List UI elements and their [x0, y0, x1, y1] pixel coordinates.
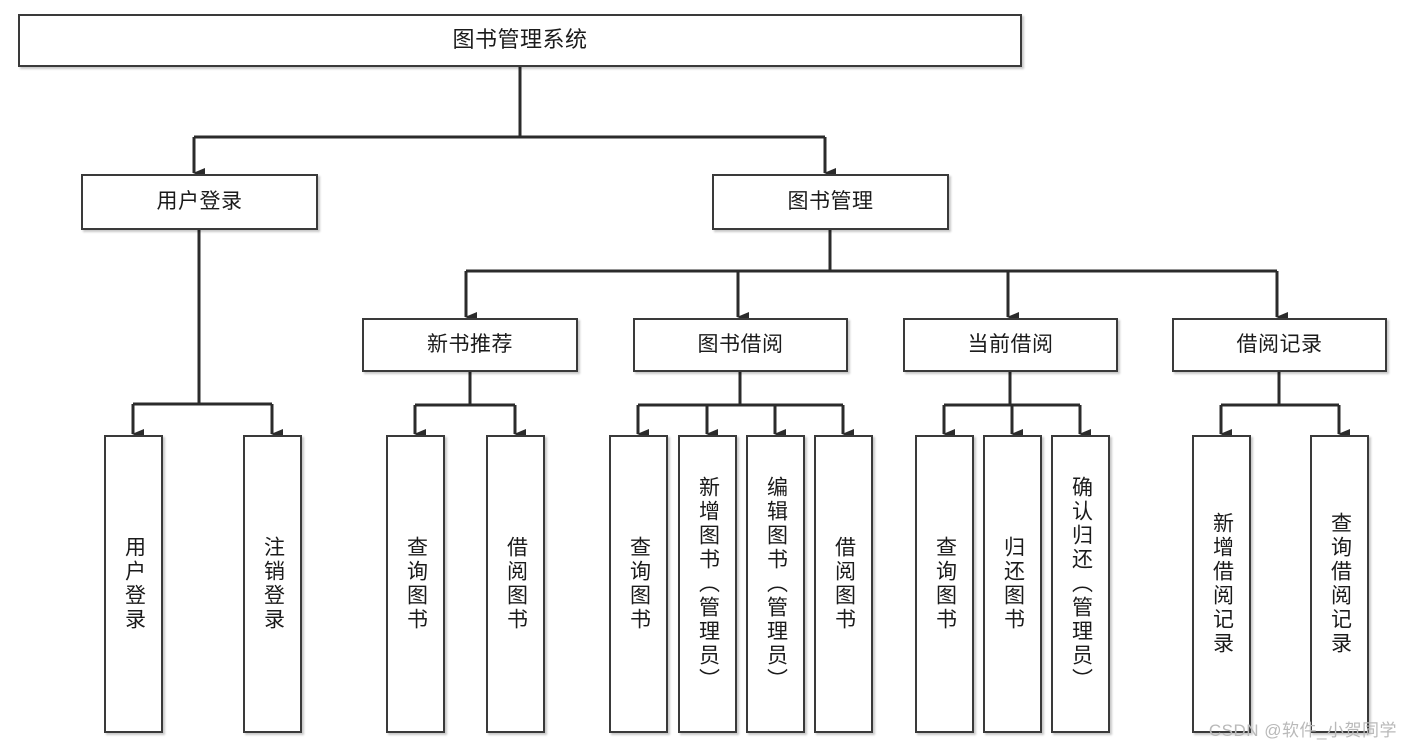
- node-label: 归还图书: [1001, 536, 1025, 632]
- node-label: 新书推荐: [427, 333, 513, 357]
- node-borrow-record[interactable]: 借阅记录: [1172, 318, 1387, 372]
- node-leaf-bb-borrow[interactable]: 借阅图书: [814, 435, 873, 733]
- node-leaf-logout[interactable]: 注销登录: [243, 435, 302, 733]
- node-leaf-br-query[interactable]: 查询借阅记录: [1310, 435, 1369, 733]
- node-new-book-rec[interactable]: 新书推荐: [362, 318, 578, 372]
- node-label: 查询图书: [933, 536, 957, 632]
- node-label: 用户登录: [122, 536, 146, 632]
- node-leaf-bb-query[interactable]: 查询图书: [609, 435, 668, 733]
- node-label: 新增图书（管理员）: [696, 476, 720, 692]
- node-user-login[interactable]: 用户登录: [81, 174, 318, 230]
- node-label: 查询图书: [627, 536, 651, 632]
- node-label: 注销登录: [261, 536, 285, 632]
- node-current-borrow[interactable]: 当前借阅: [903, 318, 1118, 372]
- node-leaf-br-add[interactable]: 新增借阅记录: [1192, 435, 1251, 733]
- node-leaf-cb-confirm[interactable]: 确认归还（管理员）: [1051, 435, 1110, 733]
- node-book-borrow[interactable]: 图书借阅: [633, 318, 848, 372]
- node-label: 编辑图书（管理员）: [764, 476, 788, 692]
- node-label: 图书管理: [787, 190, 874, 214]
- node-leaf-rec-borrow[interactable]: 借阅图书: [486, 435, 545, 733]
- node-label: 图书借阅: [697, 333, 784, 357]
- node-root[interactable]: 图书管理系统: [18, 14, 1022, 67]
- node-label: 查询借阅记录: [1328, 512, 1352, 656]
- node-label: 图书管理系统: [452, 27, 588, 53]
- node-label: 借阅记录: [1236, 333, 1323, 357]
- node-label: 用户登录: [156, 190, 243, 214]
- node-label: 确认归还（管理员）: [1069, 476, 1093, 692]
- node-leaf-bb-add[interactable]: 新增图书（管理员）: [678, 435, 737, 733]
- connector-lines: [131, 67, 1350, 439]
- node-label: 借阅图书: [832, 536, 856, 632]
- node-label: 新增借阅记录: [1210, 512, 1234, 656]
- node-label: 借阅图书: [504, 536, 528, 632]
- node-leaf-cb-query[interactable]: 查询图书: [915, 435, 974, 733]
- node-label: 查询图书: [404, 536, 428, 632]
- node-leaf-cb-return[interactable]: 归还图书: [983, 435, 1042, 733]
- node-leaf-bb-edit[interactable]: 编辑图书（管理员）: [746, 435, 805, 733]
- node-book-manage[interactable]: 图书管理: [712, 174, 949, 230]
- node-leaf-user-login[interactable]: 用户登录: [104, 435, 163, 733]
- node-leaf-rec-query[interactable]: 查询图书: [386, 435, 445, 733]
- node-label: 当前借阅: [967, 333, 1054, 357]
